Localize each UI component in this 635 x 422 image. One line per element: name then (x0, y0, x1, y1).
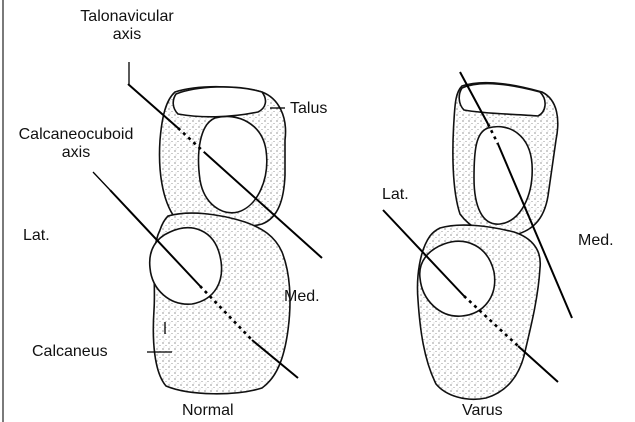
lat-label-normal: Lat. (23, 227, 50, 245)
normal-foot (93, 62, 322, 394)
normal-talus-top (173, 87, 265, 117)
talus-label: Talus (290, 100, 327, 118)
varus-talus-top (459, 84, 545, 116)
calcaneocuboid-leader (93, 172, 110, 190)
normal-cuboid-facet (150, 228, 222, 304)
talonavicular-axis-label-line1: Talonavicular (64, 8, 190, 26)
med-label-varus: Med. (578, 232, 614, 250)
calcaneocuboid-axis-label: Calcaneocuboid axis (0, 126, 152, 162)
varus-calcaneocuboid-axis-bottom (518, 346, 558, 382)
calcaneocuboid-axis-label-line2: axis (0, 144, 152, 162)
varus-caption: Varus (462, 402, 503, 420)
calcaneocuboid-axis-label-line1: Calcaneocuboid (0, 126, 152, 144)
talonavicular-axis-label-line2: axis (64, 26, 190, 44)
normal-caption: Normal (182, 402, 234, 420)
varus-foot (383, 72, 572, 399)
calcaneus-label: Calcaneus (32, 343, 108, 361)
med-label-normal: Med. (284, 288, 320, 306)
talonavicular-axis-label: Talonavicular axis (64, 8, 190, 44)
lat-label-varus: Lat. (382, 186, 409, 204)
